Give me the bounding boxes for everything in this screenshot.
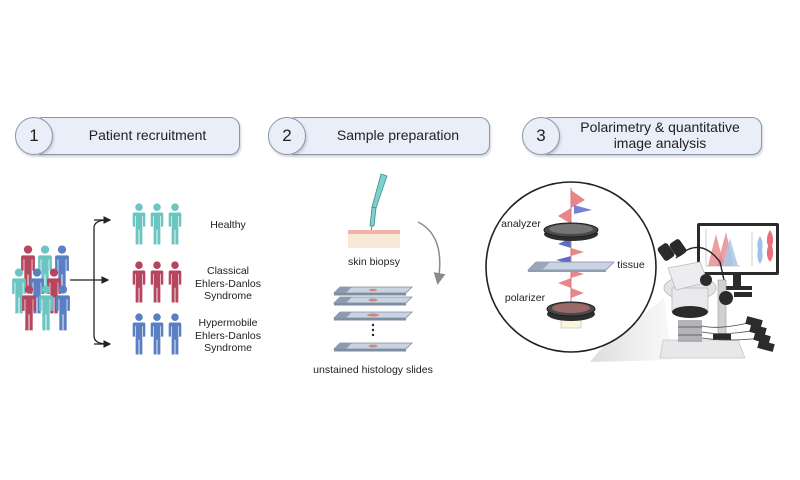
- hypermobile-eds-group-icon: [132, 313, 182, 355]
- hypermobile-label-line3: Syndrome: [204, 342, 252, 354]
- histology-slides-icon: [333, 286, 413, 352]
- classical-label-line2: Ehlers-Danlos: [195, 277, 261, 290]
- hypermobile-label-line1: Hypermobile: [198, 317, 258, 329]
- tissue-label: tissue: [617, 259, 645, 271]
- step-1-title: Patient recruitment: [88, 127, 207, 143]
- hypermobile-label-line2: Ehlers-Danlos: [195, 329, 261, 342]
- polarizer-label: polarizer: [504, 292, 546, 304]
- histology-slides-label: unstained histology slides: [313, 364, 433, 376]
- step-3-number: 3: [522, 117, 560, 155]
- skin-sample-icon: [348, 230, 400, 248]
- step-3-title-line2: image analysis: [613, 135, 707, 151]
- step-3-title: Polarimetry & quantitative image analysi…: [558, 117, 762, 153]
- step-2-title: Sample preparation: [336, 127, 460, 143]
- biopsy-punch-icon: [369, 173, 388, 233]
- healthy-label-line: Healthy: [210, 219, 246, 231]
- analyzer-label: analyzer: [501, 218, 541, 230]
- process-arrow-icon: [417, 221, 446, 285]
- step-1-header: 1 Patient recruitment: [15, 117, 240, 155]
- step-3-header: 3 Polarimetry & quantitative image analy…: [522, 117, 762, 155]
- step-3-title-line1: Polarimetry & quantitative: [580, 119, 740, 135]
- healthy-group-icon: [132, 203, 182, 245]
- branch-arrows: [70, 216, 112, 348]
- step-2-header: 2 Sample preparation: [268, 117, 490, 155]
- group-label-hypermobile-eds: Hypermobile Ehlers-Danlos Syndrome: [190, 317, 266, 355]
- tissue-slide-icon: [527, 261, 615, 272]
- step-2-number: 2: [268, 117, 306, 155]
- skin-biopsy-label: skin biopsy: [348, 256, 400, 268]
- group-label-classical-eds: Classical Ehlers-Danlos Syndrome: [190, 265, 266, 303]
- polarizer-disc-icon: [546, 301, 596, 329]
- polarized-light-wave-icon: [556, 188, 592, 305]
- analyzer-disc-icon: [543, 222, 599, 241]
- group-label-healthy: Healthy: [196, 219, 260, 232]
- step-1-number: 1: [15, 117, 53, 155]
- classical-label-line3: Syndrome: [204, 290, 252, 302]
- patient-crowd-icon: [12, 245, 70, 331]
- step-1-pill: [33, 117, 240, 155]
- monitor-chart-icon: [705, 229, 774, 267]
- classical-label-line1: Classical: [206, 265, 249, 277]
- magnification-cone: [590, 298, 672, 362]
- classical-eds-group-icon: [132, 261, 182, 303]
- step-3-pill: [540, 117, 762, 155]
- step-2-pill: [286, 117, 490, 155]
- microscope-icon: [657, 223, 779, 359]
